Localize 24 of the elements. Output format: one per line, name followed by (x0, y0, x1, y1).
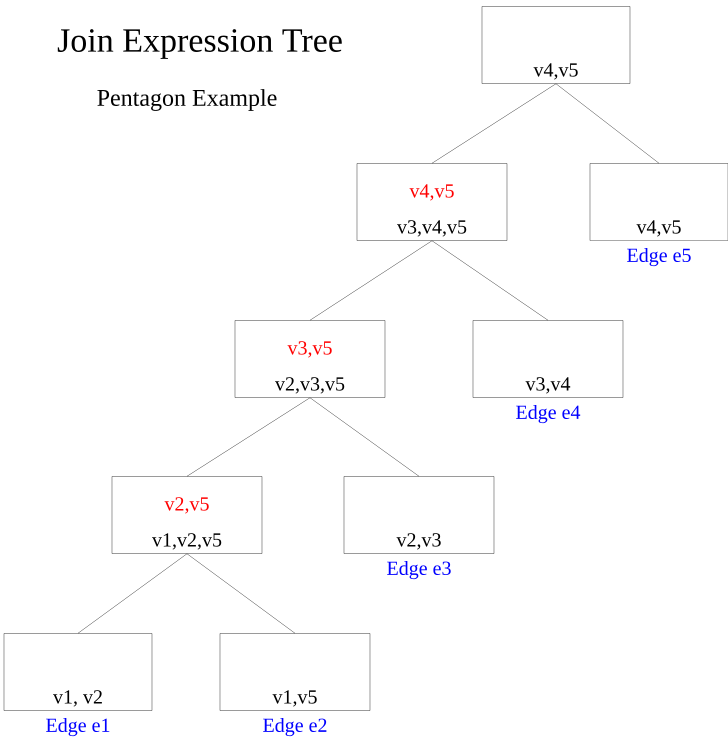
connector-line (186, 398, 310, 476)
edge-caption: Edge e2 (263, 718, 326, 736)
edge-caption: Edge e4 (516, 404, 580, 424)
subtitle: Pentagon Example (97, 89, 276, 111)
node-box: v1, v2 (4, 633, 152, 711)
edge-caption: Edge e3 (387, 560, 451, 580)
node-box: v4,v5 (590, 163, 728, 241)
connector-line (78, 554, 188, 634)
node-box: v4,v5 v3,v4,v5 (356, 163, 508, 241)
node-box: v2,v3 (344, 476, 494, 554)
node-box: v4,v5 (482, 6, 630, 84)
edge-caption: Edge e1 (46, 718, 110, 736)
connector-line (556, 84, 660, 164)
connector-line (432, 84, 556, 164)
node-box: v3,v5 v2,v3,v5 (234, 320, 386, 398)
edge-caption: Edge e5 (627, 248, 691, 266)
node-box: v1,v5 (220, 633, 370, 711)
connector-line (432, 240, 548, 320)
title: Join Expression Tree (58, 29, 342, 59)
connector-line (310, 398, 420, 476)
node-box: v3,v4 (472, 320, 624, 398)
connector-line (186, 554, 296, 634)
connector-line (310, 240, 432, 320)
node-box: v2,v5 v1,v2,v5 (112, 476, 262, 554)
